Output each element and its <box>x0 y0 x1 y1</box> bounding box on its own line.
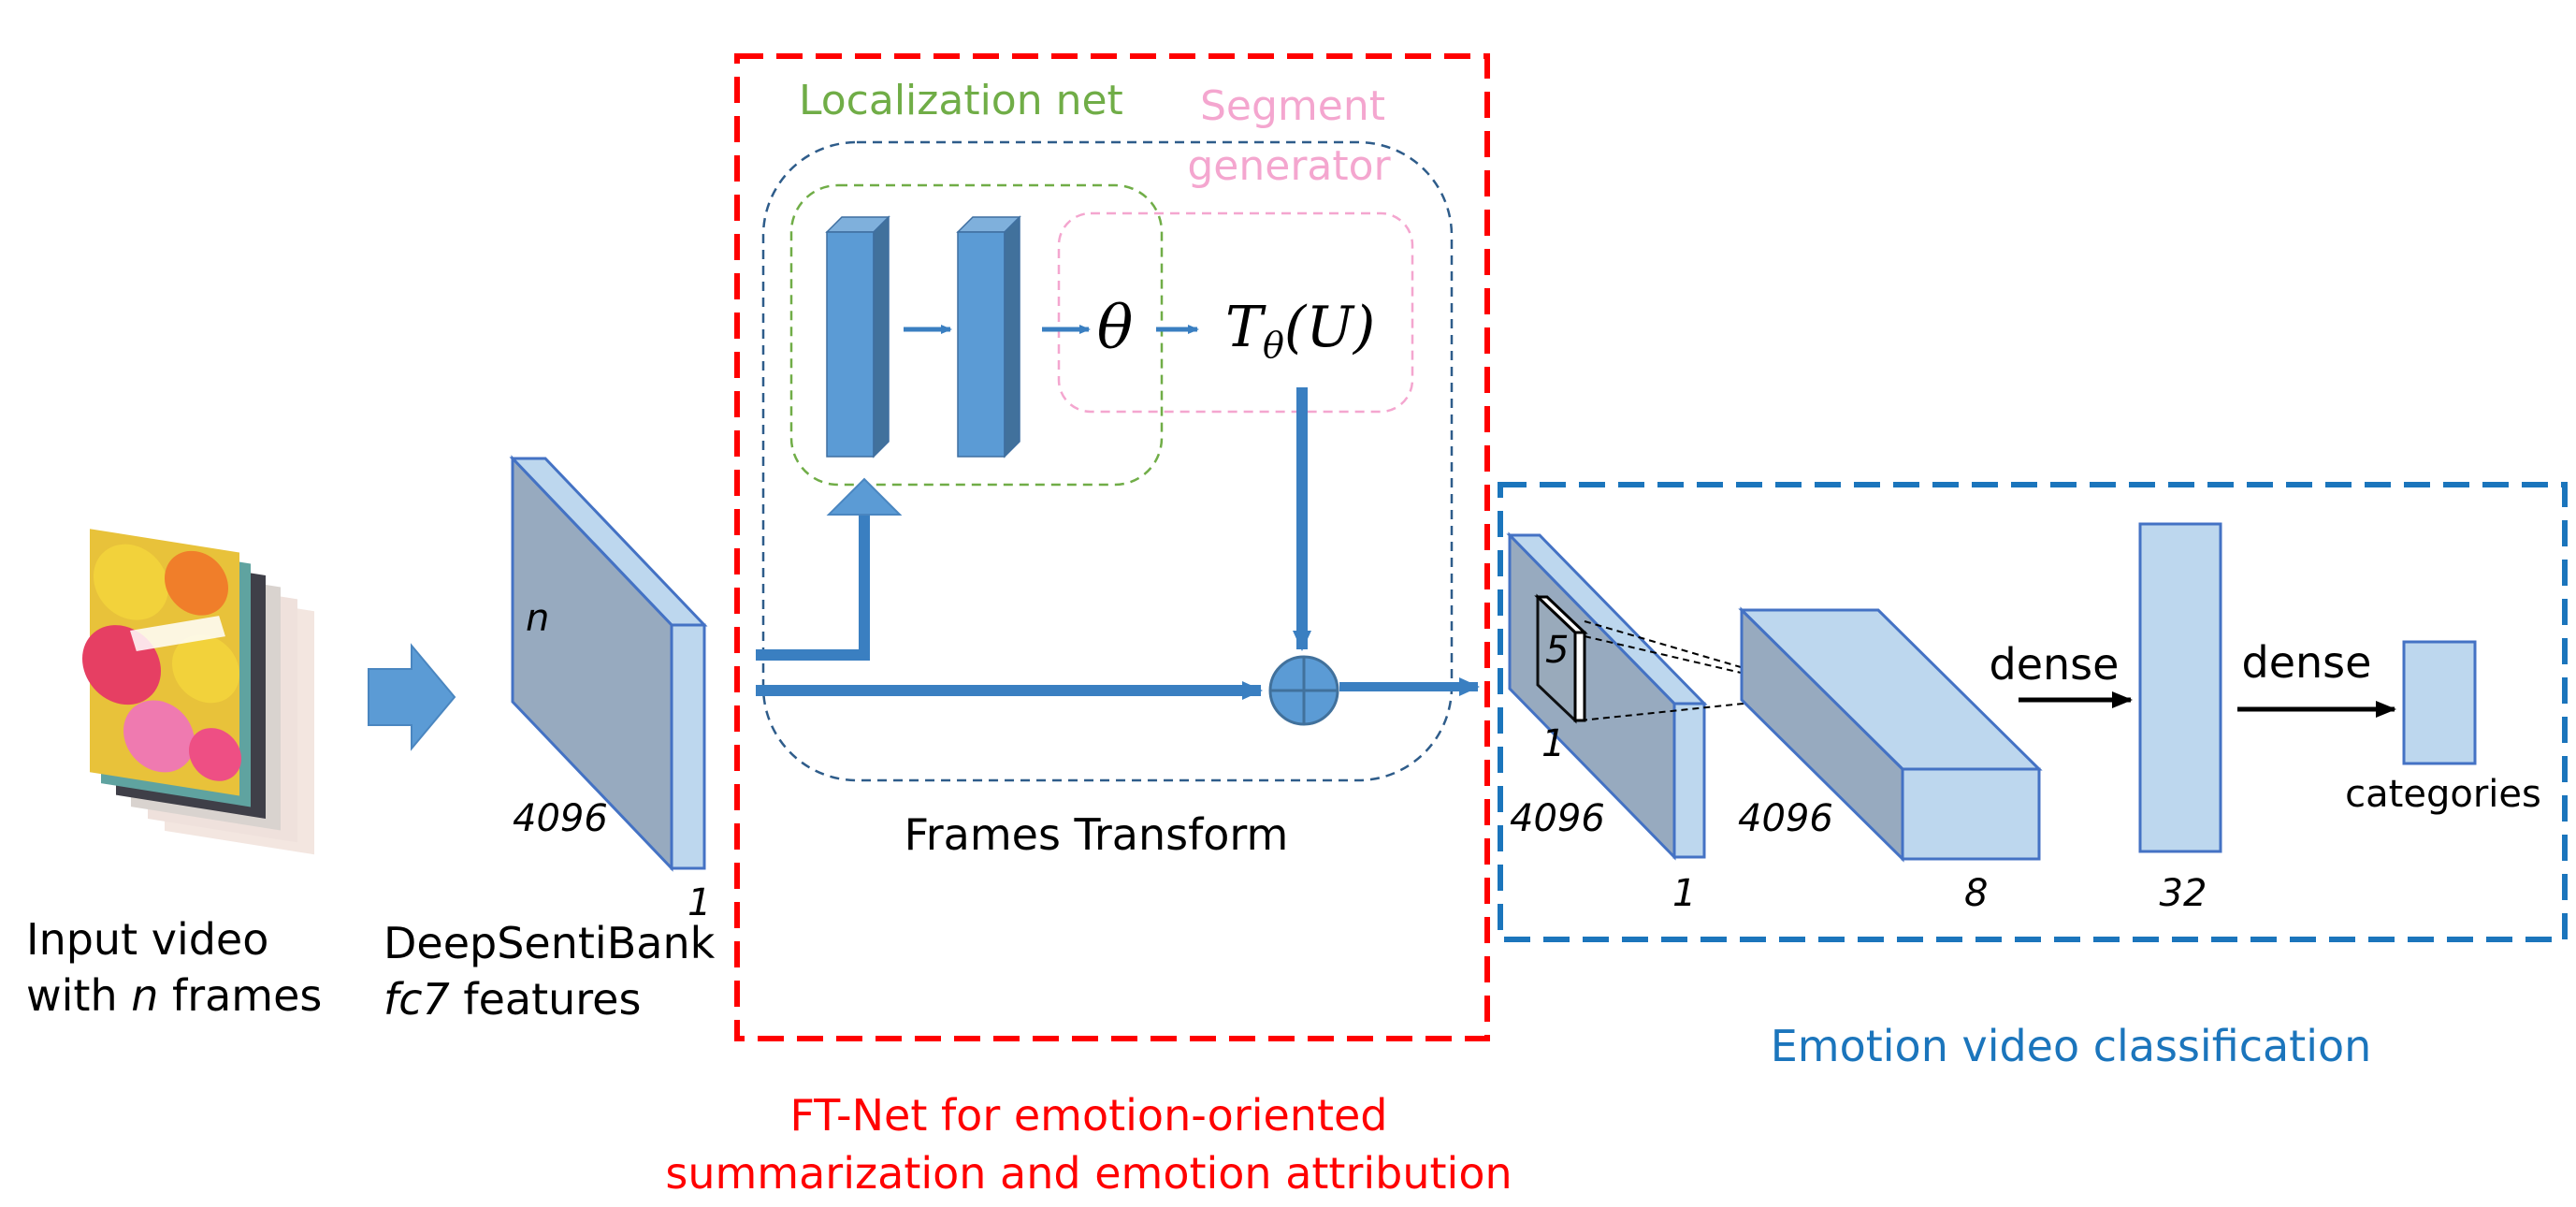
dense2-label: dense <box>2242 637 2372 688</box>
localization-net-label: Localization net <box>799 77 1123 124</box>
classification-caption: Emotion video classification <box>1771 1021 2372 1071</box>
theta-symbol: θ <box>1097 294 1134 363</box>
classifier-input-depth-label: 1 <box>1672 872 1696 915</box>
localization-branch-line <box>756 513 870 661</box>
ftnet-caption-line2: summarization and emotion attribution <box>665 1148 1512 1199</box>
input-frames-label: with n frames <box>26 970 322 1021</box>
dense1-units-label: 32 <box>2160 872 2207 915</box>
dense1-layer <box>2138 522 2222 853</box>
frames-transform-label: Frames Transform <box>904 809 1289 860</box>
input-video-frames-icon <box>82 529 314 855</box>
generator-label: generator <box>1187 142 1391 190</box>
dense1-label: dense <box>1990 639 2120 690</box>
conv-depth-label: 8 <box>1964 872 1988 915</box>
kernel-projection-line-mid <box>1584 635 1834 695</box>
kernel-width-label: 1 <box>1541 722 1565 765</box>
conv-output-block <box>1738 606 2043 863</box>
classification-box <box>1498 482 2568 942</box>
localization-net-box <box>789 183 1164 487</box>
classifier-input-dim-label: 4096 <box>1510 797 1605 840</box>
fc7-features-label: fc7 features <box>384 974 641 1025</box>
input-video-label: Input video <box>26 914 268 965</box>
segment-generator-box <box>1057 211 1414 414</box>
input-arrow-icon <box>368 643 456 751</box>
feature-n-label: n <box>526 597 549 640</box>
localization-layer-1 <box>825 215 890 458</box>
deepsentibank-label: DeepSentiBank <box>384 918 716 968</box>
ftnet-box <box>734 53 1490 1041</box>
kernel-projection-line-bottom <box>1580 693 1834 721</box>
conv-dim-label: 4096 <box>1738 797 1833 840</box>
categories-label: categories <box>2345 773 2541 816</box>
combine-circle-plus-icon <box>1268 655 1339 726</box>
feature-dim-label: 4096 <box>513 797 608 840</box>
ftnet-caption-line1: FT-Net for emotion-oriented <box>789 1090 1387 1141</box>
transform-function-label: Tθ(U) <box>1225 295 1375 366</box>
feature-depth-label: 1 <box>687 881 711 924</box>
kernel-height-label: 5 <box>1545 629 1569 672</box>
localization-layer-2 <box>956 215 1021 458</box>
frames-transform-box <box>761 140 1454 782</box>
segment-label: Segment <box>1200 82 1385 130</box>
localization-branch-arrowhead-icon <box>826 477 903 516</box>
output-layer <box>2402 640 2477 765</box>
feature-slab <box>509 455 708 872</box>
